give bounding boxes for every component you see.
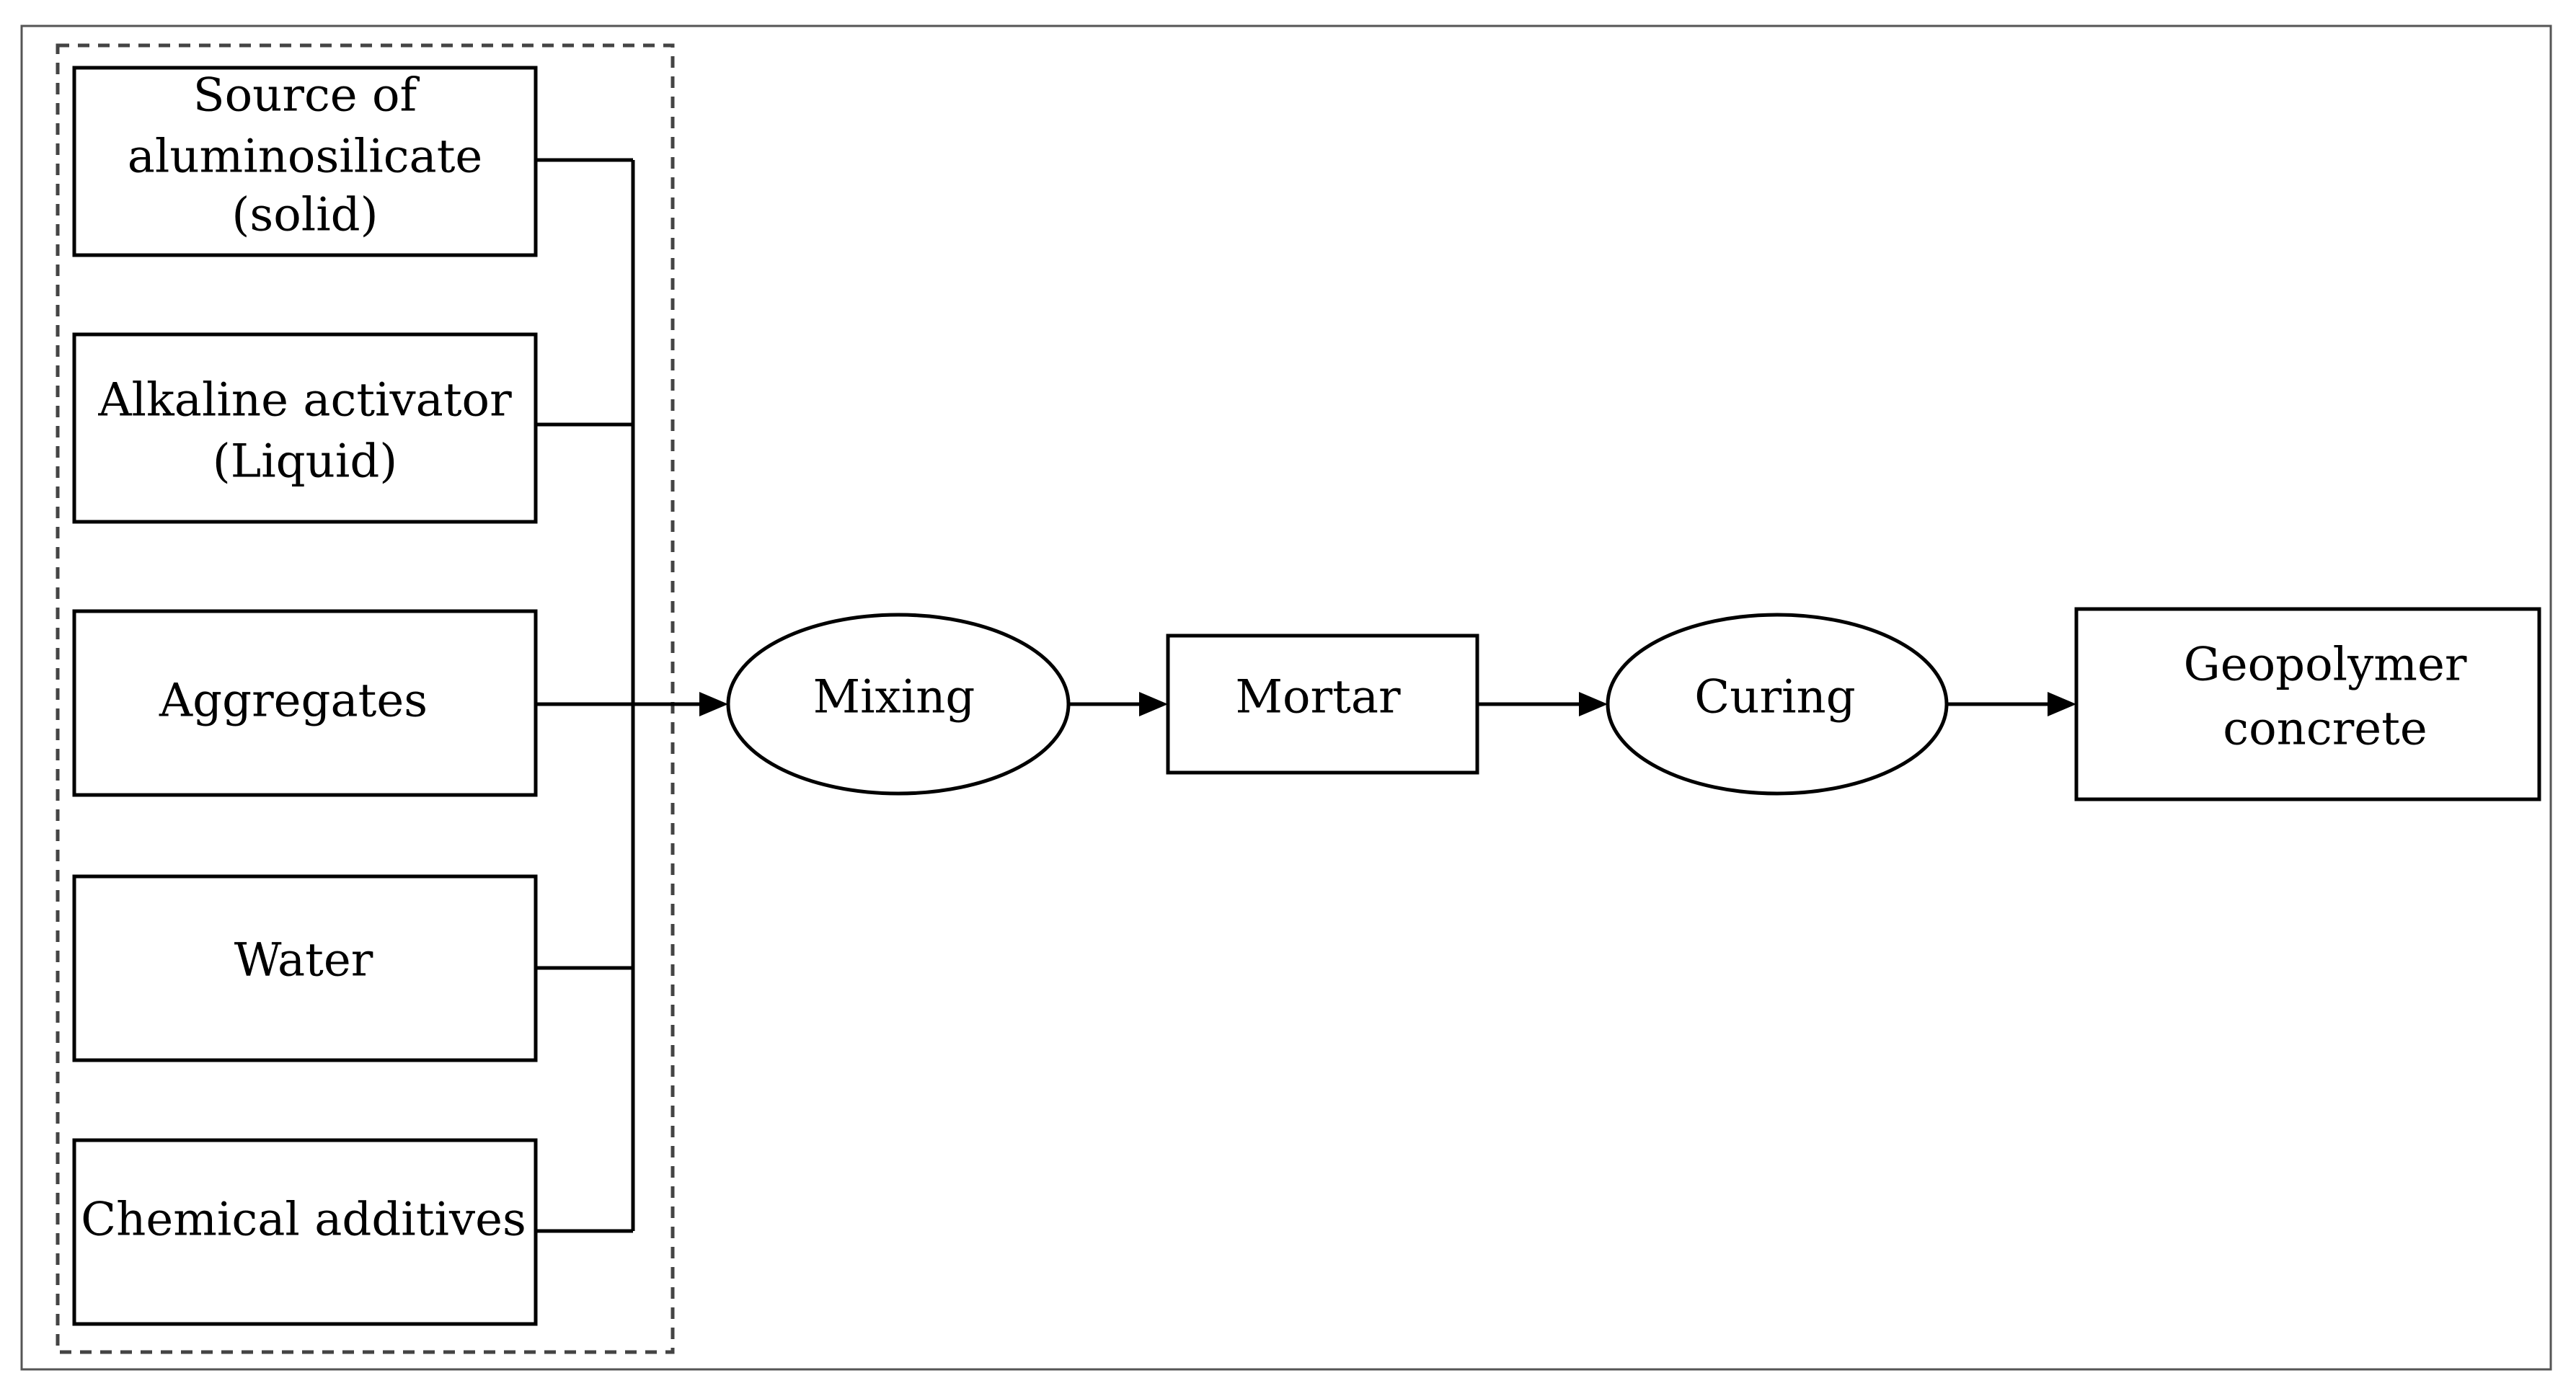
input-box (72, 66, 538, 257)
product-label-line: Geopolymer (2184, 639, 2467, 692)
product-label-line: concrete (2223, 703, 2427, 756)
input-label: Aggregates (159, 675, 428, 728)
inputs-group-frame (56, 43, 675, 1354)
product-box (2074, 607, 2541, 801)
input-source-of-aluminosilicate: Source of aluminosilicate (solid) (72, 66, 538, 257)
arrowhead-icon (2048, 692, 2076, 716)
process-box (1166, 634, 1479, 775)
input-connectors (536, 158, 635, 1233)
arrowhead-icon (1579, 692, 1608, 716)
process-mixing: Mixing (726, 613, 1071, 796)
outer-frame (20, 25, 2552, 1371)
input-label-line: (Liquid) (213, 435, 398, 489)
input-chemical-additives: Chemical additives (72, 1138, 538, 1326)
input-label: Chemical additives (81, 1194, 526, 1247)
process-curing: Curing (1606, 613, 1949, 796)
input-water: Water (72, 874, 538, 1062)
process-mortar: Mortar (1166, 634, 1479, 775)
product-geopolymer-concrete: Geopolymer concrete (2074, 607, 2541, 801)
process-ellipse (1606, 613, 1949, 796)
flow-arrows (536, 692, 2076, 716)
input-label: Water (234, 934, 373, 987)
input-label-line: Source of (193, 69, 420, 123)
process-label: Mortar (1235, 671, 1401, 724)
input-aggregates: Aggregates (72, 609, 538, 797)
process-label: Mixing (813, 671, 975, 724)
process-label: Curing (1694, 671, 1855, 724)
input-box (72, 874, 538, 1062)
input-box (72, 1138, 538, 1326)
process-ellipse (726, 613, 1071, 796)
input-label-line: aluminosilicate (128, 130, 483, 184)
arrowhead-icon (1139, 692, 1168, 716)
input-label-line: Alkaline activator (97, 374, 512, 427)
input-alkaline-activator: Alkaline activator (Liquid) (72, 332, 538, 524)
input-box (72, 332, 538, 524)
input-label-line: (solid) (231, 189, 378, 242)
arrowhead-icon (699, 692, 728, 716)
